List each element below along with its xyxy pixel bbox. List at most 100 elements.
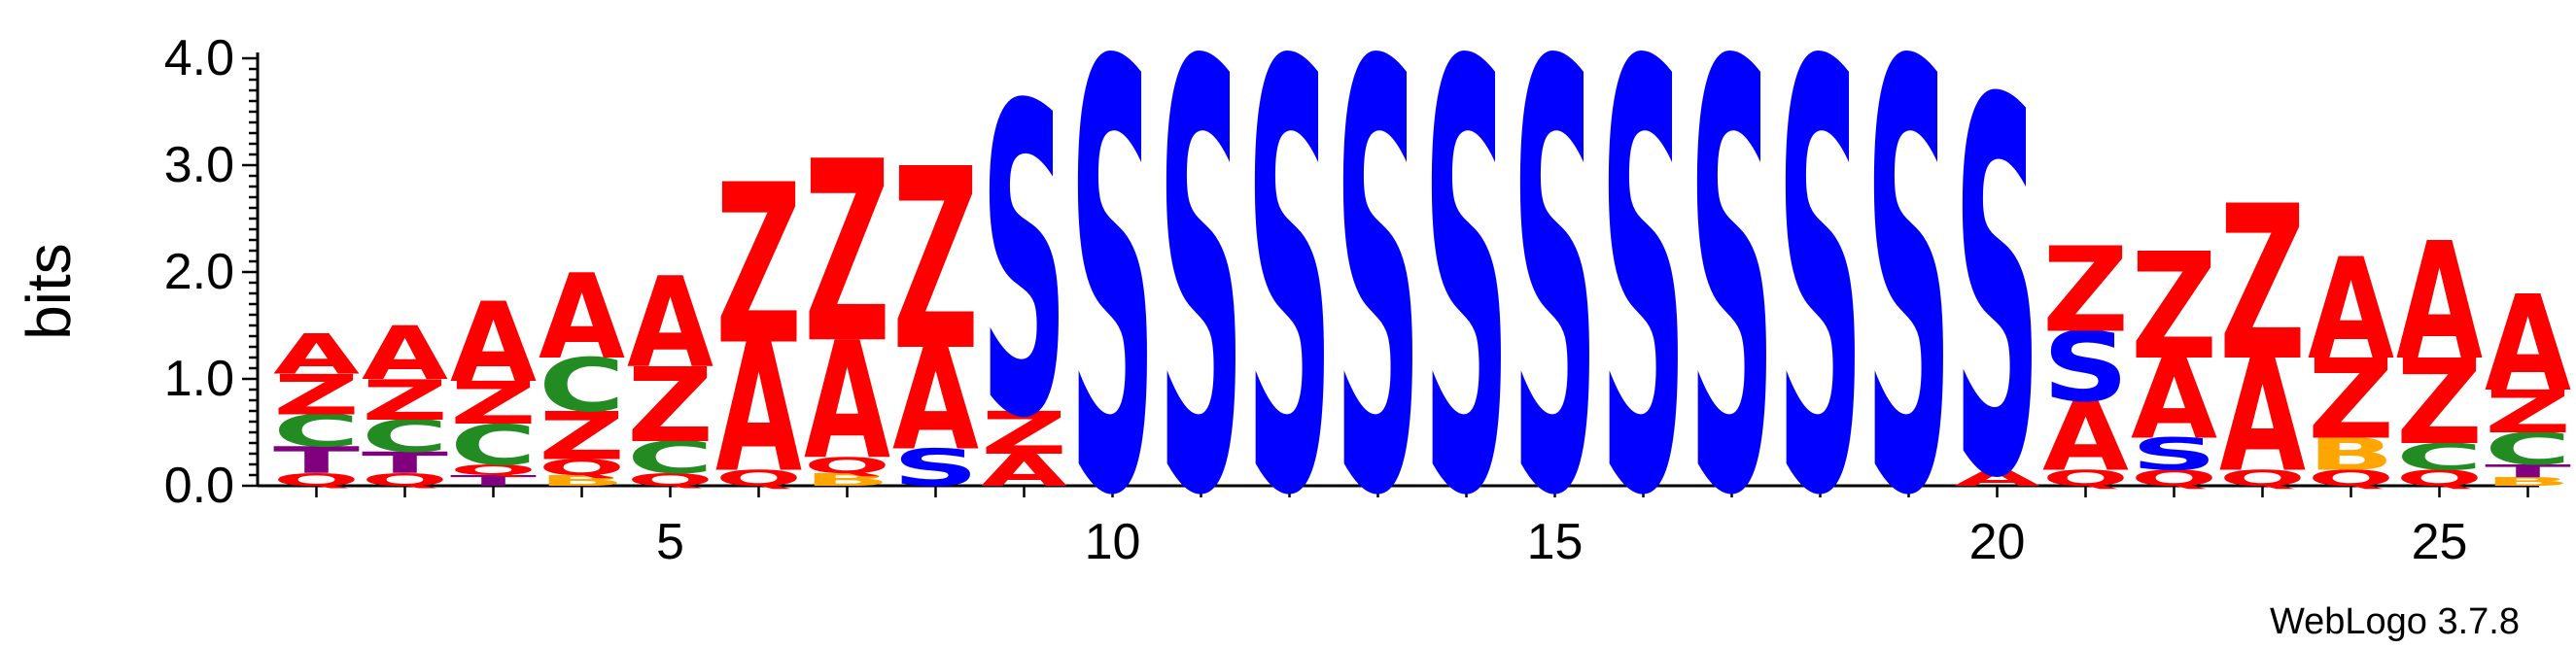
logo-letter-S: S: [1954, 0, 2040, 592]
svg-text:S: S: [2042, 313, 2129, 424]
svg-text:C: C: [539, 343, 625, 428]
svg-text:Z: Z: [2131, 222, 2217, 393]
svg-text:Q: Q: [539, 455, 625, 480]
svg-text:S: S: [1600, 0, 1687, 626]
logo-letter-Z: Z: [450, 370, 537, 438]
svg-text:Q: Q: [2396, 465, 2483, 491]
svg-text:B: B: [2485, 475, 2571, 489]
svg-text:Q: Q: [2219, 465, 2306, 491]
logo-letter-A: A: [2485, 268, 2571, 422]
svg-text:Z: Z: [2042, 222, 2129, 358]
logo-letter-Z: Z: [2308, 337, 2394, 464]
svg-text:A: A: [1954, 465, 2040, 491]
svg-text:Z: Z: [2308, 337, 2394, 464]
y-tick-label: 3.0: [164, 137, 234, 193]
logo-letter-Z: Z: [2219, 161, 2306, 409]
logo-letter-S: S: [1600, 0, 1687, 626]
x-tick-label: 15: [1527, 514, 1584, 570]
logo-letter-A: A: [981, 446, 1067, 496]
logo-letter-Z: Z: [2396, 335, 2483, 471]
logo-letter-S: S: [892, 438, 979, 497]
svg-text:B: B: [804, 469, 890, 490]
svg-text:Q: Q: [2131, 465, 2217, 491]
logo-letter-C: C: [627, 432, 714, 483]
logo-letter-C: C: [539, 343, 625, 428]
logo-letter-Q: Q: [273, 469, 360, 490]
svg-text:Z: Z: [273, 363, 360, 428]
svg-text:Z: Z: [715, 139, 802, 394]
svg-text:S: S: [1158, 0, 1244, 626]
y-axis-label: bits: [14, 243, 84, 340]
logo-letter-T: T: [450, 472, 537, 490]
svg-text:C: C: [2396, 436, 2483, 479]
logo-letter-C: C: [2396, 436, 2483, 479]
svg-text:T: T: [450, 472, 537, 490]
logo-letter-S: S: [1777, 0, 1863, 626]
logo-letter-Z: Z: [627, 347, 714, 465]
logo-letter-C: C: [362, 411, 448, 461]
logo-letter-C: C: [273, 406, 360, 457]
svg-text:A: A: [627, 252, 714, 396]
y-tick-label: 1.0: [164, 351, 234, 407]
y-tick-label: 0.0: [164, 458, 234, 514]
svg-text:T: T: [2485, 460, 2571, 481]
svg-text:S: S: [1777, 0, 1863, 626]
svg-text:Q: Q: [362, 469, 448, 490]
logo-letter-A: A: [1954, 465, 2040, 491]
svg-text:Q: Q: [804, 453, 890, 478]
svg-text:S: S: [1865, 0, 1952, 626]
logo-letter-A: A: [2042, 382, 2129, 493]
svg-text:Z: Z: [2396, 335, 2483, 471]
logo-letter-Z: Z: [715, 139, 802, 394]
logo-letter-Z: Z: [2485, 378, 2571, 446]
svg-text:Z: Z: [2219, 161, 2306, 409]
logo-letter-S: S: [1069, 0, 1156, 626]
logo-letter-S: S: [1158, 0, 1244, 626]
svg-text:S: S: [1069, 0, 1156, 626]
svg-text:Z: Z: [804, 108, 890, 398]
svg-text:Q: Q: [450, 461, 537, 479]
svg-text:Q: Q: [627, 469, 714, 490]
svg-text:A: A: [981, 446, 1067, 496]
logo-letter-Q: Q: [715, 465, 802, 491]
svg-text:A: A: [715, 307, 802, 511]
svg-text:A: A: [2308, 229, 2394, 392]
x-axis: 5 10 15 20 25: [258, 484, 2539, 570]
logo-letter-T: T: [362, 446, 448, 480]
svg-text:A: A: [2396, 209, 2483, 396]
logo-letter-Q: Q: [362, 469, 448, 490]
logo-letter-Z: Z: [273, 363, 360, 428]
svg-text:Z: Z: [892, 116, 979, 406]
svg-text:Z: Z: [2485, 378, 2571, 446]
logo-letter-A: A: [273, 323, 360, 388]
logo-letter-S: S: [981, 16, 1067, 511]
x-tick-label: 25: [2412, 514, 2468, 570]
svg-text:S: S: [1512, 0, 1598, 626]
svg-text:B: B: [539, 472, 625, 490]
logo-letter-Z: Z: [539, 399, 625, 476]
logo-letter-B: B: [804, 469, 890, 490]
svg-text:A: A: [273, 323, 360, 388]
logo-letter-A: A: [715, 307, 802, 511]
logo-letter-A: A: [804, 309, 890, 496]
svg-text:Q: Q: [2308, 465, 2394, 491]
logo-letter-A: A: [2219, 328, 2306, 507]
logo-letter-A: A: [892, 320, 979, 482]
svg-text:Z: Z: [450, 370, 537, 438]
x-tick-label: 20: [1969, 514, 2026, 570]
logo-letter-Q: Q: [539, 455, 625, 480]
logo-letter-B: B: [539, 472, 625, 490]
logo-letter-Q: Q: [2308, 465, 2394, 491]
y-axis: 0.01.02.03.04.0: [164, 30, 260, 514]
x-tick-label: 5: [656, 514, 684, 570]
logo-letter-Q: Q: [2131, 465, 2217, 491]
svg-text:T: T: [362, 446, 448, 480]
logo-letter-T: T: [273, 439, 361, 482]
logo-letter-C: C: [2485, 425, 2571, 475]
y-tick-label: 2.0: [164, 244, 234, 300]
svg-text:C: C: [450, 413, 537, 478]
x-tick-label: 10: [1085, 514, 1141, 570]
logo-letter-Q: Q: [2396, 465, 2483, 491]
logo-letter-S: S: [1688, 0, 1775, 626]
